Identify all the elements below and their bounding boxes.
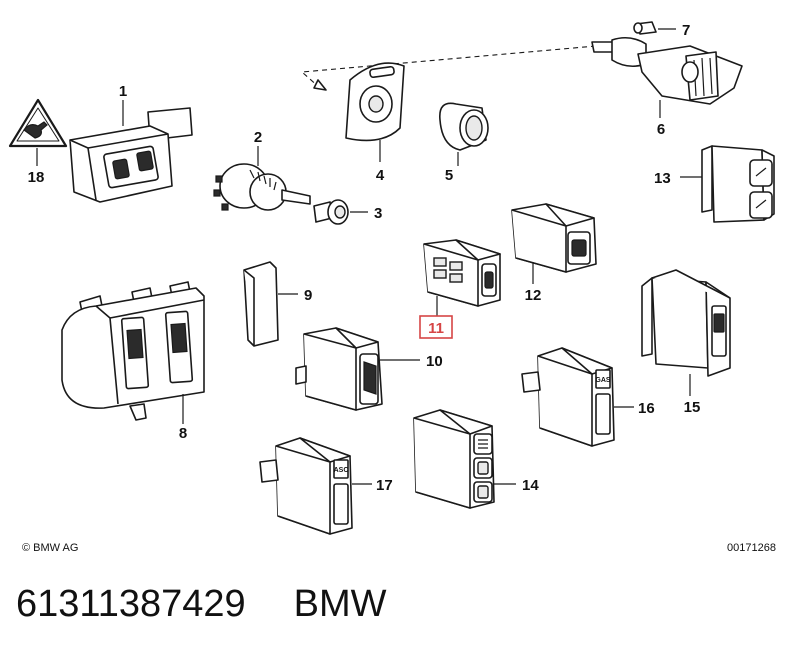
callout-8: 8 [179,425,187,442]
part-7-bulb [633,21,657,35]
assembly-path-line [300,45,597,89]
part-16-gas-switch [521,347,615,447]
callout-9: 9 [304,287,312,304]
callout-6: 6 [657,121,665,138]
part-18-warning-triangle [8,98,68,148]
callout-16: 16 [638,400,655,417]
callout-11: 11 [428,320,444,337]
assembly-path-arrow [313,79,327,91]
asc-switch-label: ASC [334,467,349,474]
callout-12: 12 [525,287,542,304]
part-4-bezel [345,62,405,142]
part-5-cap [439,102,489,151]
part-6-switch-unit [591,36,743,105]
part-13-double-switch [701,145,775,223]
part-17-asc-switch [259,437,353,535]
caption: 61311387429 BMW [16,583,387,626]
part-15-switch [641,269,731,377]
part-3-knob [313,199,349,225]
callout-5: 5 [445,167,453,184]
callout-1: 1 [119,83,127,100]
part-14-triple-switch [413,409,495,509]
copyright-text: © BMW AG [22,542,79,554]
part-10-rocker-switch [295,327,383,411]
callout-4: 4 [376,167,385,184]
callout-2: 2 [254,129,262,146]
part-2-rotary-switch [213,163,311,211]
diagram-number: 00171268 [727,542,776,554]
callout-17: 17 [376,477,393,494]
gas-switch-label: GAS [595,377,611,384]
part-11-switch [423,239,501,307]
callout-10: 10 [426,353,443,370]
callout-3: 3 [374,205,382,222]
callout-15: 15 [684,399,701,416]
part-9-cover [243,261,279,347]
part-1-window-switch [69,107,193,203]
callout-7: 7 [682,22,690,39]
part-12-rocker-switch [511,203,597,273]
callout-11-highlight-box [419,315,453,339]
part-8-housing [61,281,205,421]
callout-13: 13 [654,170,671,187]
callout-18: 18 [28,169,45,186]
callout-14: 14 [522,477,539,494]
brand-name: BMW [293,583,387,625]
part-number: 61311387429 [16,583,246,625]
